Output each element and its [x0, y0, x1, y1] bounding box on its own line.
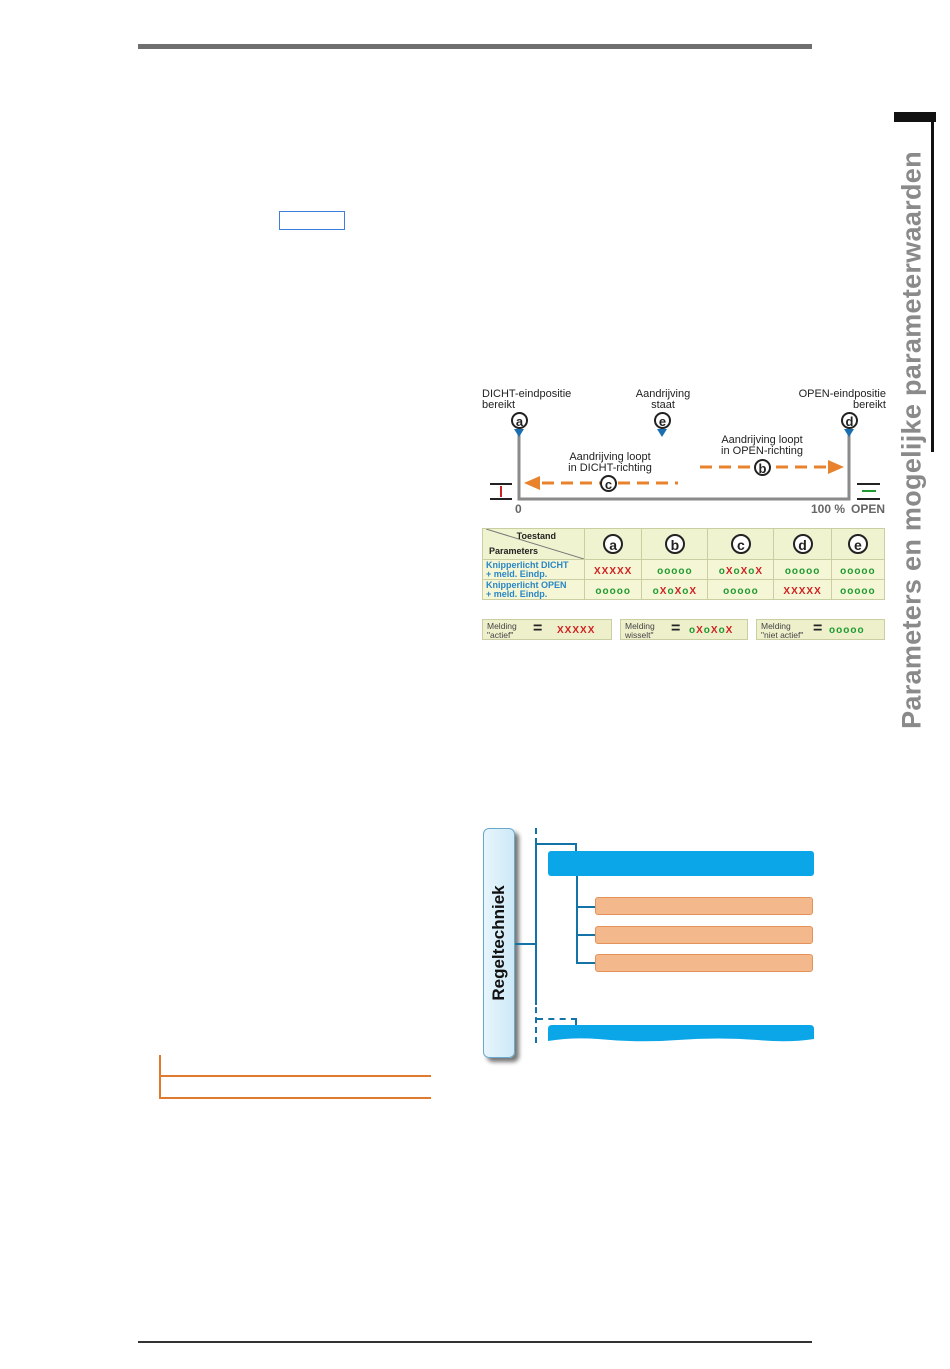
- side-title: Parameters en mogelijke parameterwaarden: [896, 151, 927, 729]
- table-cell: oXoXoX: [641, 579, 709, 600]
- legend-inactive: Melding"niet actief" = ooooo: [756, 619, 885, 640]
- status-symbols: oXoXoX: [652, 585, 698, 597]
- side-tab-line: [931, 122, 934, 452]
- header-toestand: Toestand: [516, 531, 556, 541]
- col-d: d: [773, 528, 832, 560]
- note-bracket: [159, 1055, 161, 1099]
- status-symbols: ooooo: [657, 565, 693, 577]
- open-label-1: OPEN-eindpositie: [798, 388, 886, 400]
- table-corner: Toestand Parameters: [482, 528, 585, 560]
- tree-menu-item-2[interactable]: [548, 1025, 814, 1043]
- marker-d: d: [841, 412, 858, 429]
- status-symbols: XXXXX: [593, 565, 633, 577]
- tree-sub-item[interactable]: [595, 954, 813, 972]
- axis-open: OPEN: [851, 502, 886, 516]
- tree-sub-item[interactable]: [595, 926, 813, 944]
- staat-label-1: Aandrijving: [635, 388, 691, 400]
- table-cell: XXXXX: [773, 579, 832, 600]
- loopt-open-2: in OPEN-richting: [721, 445, 803, 457]
- col-a: a: [583, 528, 643, 560]
- marker-e: e: [654, 412, 671, 429]
- col-c: c: [707, 528, 775, 560]
- tree-sub-item[interactable]: [595, 897, 813, 915]
- table-row: Knipperlicht OPEN + meld. Eindp. ooooo o…: [482, 579, 886, 600]
- row-label: Knipperlicht OPEN + meld. Eindp.: [482, 579, 585, 600]
- link-box[interactable]: [279, 211, 345, 230]
- table-cell: ooooo: [641, 559, 709, 580]
- table-cell: ooooo: [830, 559, 886, 580]
- axis-zero: 0: [515, 502, 522, 516]
- marker-b: b: [754, 459, 771, 476]
- table-cell: XXXXX: [583, 559, 643, 580]
- table-cell: ooooo: [707, 579, 775, 600]
- position-diagram-svg: [490, 427, 880, 501]
- status-symbols: ooooo: [840, 585, 876, 597]
- marker-d-pin: [844, 429, 854, 437]
- note-line-2: [161, 1097, 431, 1099]
- table-cell: oXoXoX: [707, 559, 775, 580]
- bottom-rule: [138, 1341, 812, 1343]
- table-cell: ooooo: [830, 579, 886, 600]
- marker-a: a: [511, 412, 528, 429]
- axis-hundred: 100 %: [811, 502, 846, 516]
- status-symbols: oXoXoX: [718, 565, 764, 577]
- row-label: Knipperlicht DICHT + meld. Eindp.: [482, 559, 585, 580]
- status-symbols: XXXXX: [783, 585, 822, 597]
- marker-e-pin: [657, 429, 667, 437]
- marker-c: c: [600, 475, 617, 492]
- dicht-label-1: DICHT-eindpositie: [482, 388, 572, 400]
- status-table: Toestand Parameters a b c d e Knipperlic…: [482, 528, 886, 600]
- side-tab-marker: [894, 112, 936, 122]
- top-rule: [138, 44, 812, 49]
- status-symbols: XXXXX: [557, 625, 596, 636]
- legend-active: Melding"actief" = XXXXX: [482, 619, 612, 640]
- status-symbols: ooooo: [723, 585, 759, 597]
- table-row: Knipperlicht DICHT + meld. Eindp. XXXXX …: [482, 559, 886, 580]
- status-symbols: ooooo: [840, 565, 876, 577]
- tree-root-box: [483, 828, 515, 1058]
- dicht-label-2: bereikt: [482, 399, 516, 411]
- tree-root-label: Regeltechniek: [489, 885, 508, 1001]
- table-cell: ooooo: [773, 559, 832, 580]
- tree-menu-item[interactable]: [548, 851, 814, 876]
- open-label-2: bereikt: [852, 399, 886, 411]
- table-header-row: Toestand Parameters a b c d e: [482, 528, 886, 560]
- loopt-open-1: Aandrijving loopt: [721, 434, 803, 446]
- arrow-open-head: [828, 460, 844, 474]
- loopt-dicht-2: in DICHT-richting: [568, 462, 652, 474]
- staat-label-2: staat: [651, 399, 675, 411]
- status-symbols: oXoXoX: [689, 625, 734, 636]
- note-line-1: [161, 1075, 431, 1077]
- loopt-dicht-1: Aandrijving loopt: [569, 451, 651, 463]
- status-symbols: ooooo: [784, 565, 821, 577]
- header-parameters: Parameters: [489, 546, 539, 556]
- marker-a-pin: [514, 429, 524, 437]
- arrow-dicht-head: [524, 476, 540, 490]
- status-symbols: ooooo: [595, 585, 631, 597]
- col-b: b: [641, 528, 709, 560]
- table-cell: ooooo: [583, 579, 643, 600]
- status-symbols: ooooo: [829, 625, 865, 636]
- col-e: e: [830, 528, 886, 560]
